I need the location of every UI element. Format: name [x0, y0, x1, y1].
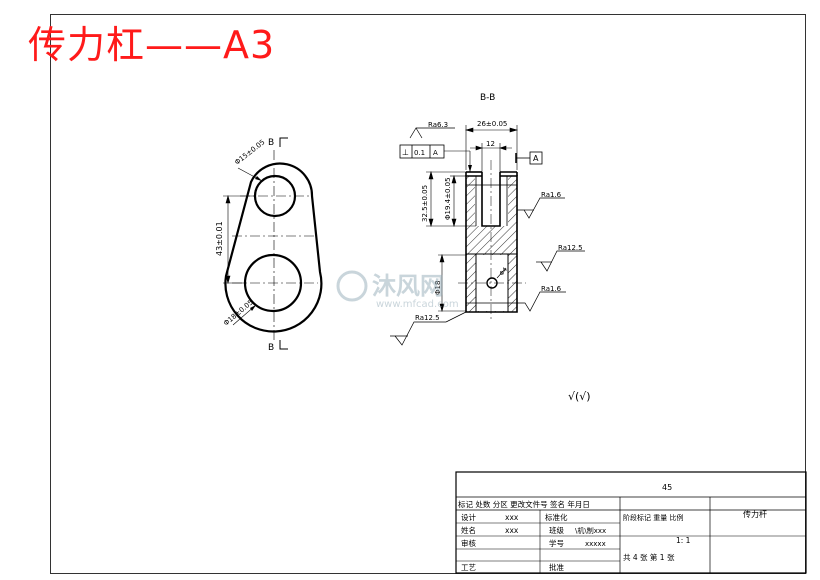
center-lines: [232, 150, 318, 340]
design-value: xxx: [505, 513, 519, 522]
section-mark-top: B: [268, 138, 274, 148]
dim-slot-height: 32.5±0.05: [421, 185, 429, 222]
top-width-dim: [464, 125, 519, 172]
class-value: \机\制xxx: [575, 526, 606, 535]
left-view: 43±0.01 Φ15±0.05 Φ18±0.05 B B: [215, 137, 323, 353]
center-distance-dim: [223, 194, 255, 285]
ra-right-3: Ra1.6: [541, 285, 562, 293]
scale-value: 1: 1: [676, 536, 691, 545]
roughness-bottom-left: [390, 311, 467, 346]
student-value: xxxxx: [585, 540, 606, 548]
bore-dim: [438, 253, 466, 313]
slot-height-dim: [426, 170, 476, 228]
watermark-brand: 沐风网: [372, 272, 444, 300]
name-value: xxx: [505, 526, 519, 535]
roughness-right-2: [536, 250, 585, 272]
student-label: 学号: [549, 538, 564, 548]
section-view: B-B Ra6.3 ⊥ 0.1 A A: [390, 93, 585, 346]
flatness-label: Ra6.3: [428, 121, 448, 129]
dim-large-hole: Φ18±0.05: [222, 298, 255, 327]
sheet-info: 共 4 张 第 1 张: [623, 552, 675, 562]
design-label: 设计: [461, 512, 476, 522]
dim-slot-inner: Φ19.4±0.05: [444, 177, 452, 220]
dim-pin-hole: Φ4: [498, 266, 509, 277]
title-block: [455, 471, 807, 574]
name-label: 姓名: [461, 525, 476, 535]
tolerance-datum: A: [433, 149, 438, 157]
stage-label: 阶段标记 重量 比例: [623, 513, 683, 522]
class-label: 班级: [549, 525, 564, 535]
tolerance-value: 0.1: [414, 149, 425, 157]
title-header-row: 标记 处数 分区 更改文件号 签名 年月日: [458, 499, 590, 509]
general-roughness: √(√): [568, 390, 591, 403]
tolerance-frame: ⊥ 0.1 A: [399, 144, 472, 172]
watermark: 沐风网 www.mfcad.com: [336, 270, 459, 310]
dim-bore: Φ18: [434, 281, 442, 295]
ra-bottom-left: Ra12.5: [415, 314, 440, 322]
roughness-right-3: [517, 291, 566, 312]
ra-right-2: Ra12.5: [558, 244, 583, 252]
watermark-logo-icon: [336, 270, 368, 302]
link-outline: [224, 162, 323, 333]
datum-label: A: [533, 154, 539, 163]
dim-top-width: 26±0.05: [477, 120, 507, 128]
section-title: B-B: [480, 93, 495, 103]
ra-right-1: Ra1.6: [541, 191, 562, 199]
datum-a: A: [515, 151, 543, 165]
approve-label: 批准: [549, 562, 564, 572]
dim-slot-width: 12: [486, 140, 495, 148]
review-label: 审核: [461, 538, 476, 548]
page-title: 传力杠——A3: [28, 23, 276, 67]
part-body: [458, 160, 526, 322]
title-part-name: 传力杆: [743, 509, 767, 519]
tolerance-symbol: ⊥: [402, 148, 409, 157]
drawing-frame: [50, 14, 806, 574]
watermark-url: www.mfcad.com: [376, 299, 459, 310]
process-label: 工艺: [461, 563, 476, 572]
roughness-right-1: [517, 197, 565, 219]
standard-label: 标准化: [545, 512, 568, 522]
title-material: 45: [662, 483, 672, 492]
dim-small-hole: Φ15±0.05: [233, 138, 266, 166]
dim-center-distance: 43±0.01: [215, 221, 224, 256]
section-mark-bottom: B: [268, 343, 274, 353]
